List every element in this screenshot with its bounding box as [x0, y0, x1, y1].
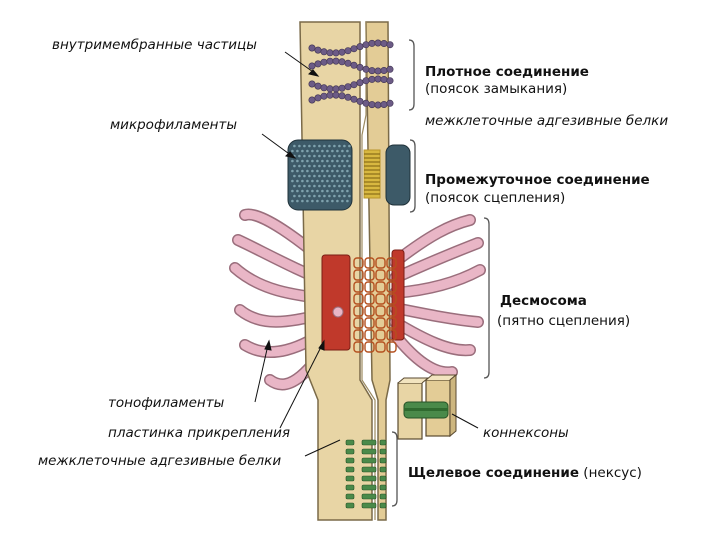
gap-junction-connexons — [345, 439, 387, 509]
label-microfilaments: микрофиламенты — [110, 117, 237, 133]
attachment-plate-knot — [332, 306, 344, 318]
label-intramembrane-particles: внутримембранные частицы — [52, 37, 257, 53]
connexon-inset — [397, 373, 458, 440]
desmosome — [321, 249, 405, 353]
label-intermediate-junction: Промежуточное соединение — [425, 172, 650, 188]
label-desmosome: Десмосома — [500, 293, 587, 309]
tonofilaments-right — [389, 214, 486, 379]
intercellular-gap — [361, 22, 376, 520]
label-intermediate-junction-sub: (поясок сцепления) — [425, 190, 566, 206]
label-attachment-plate: пластинка прикрепления — [108, 425, 291, 441]
label-adhesive-proteins-left: межклеточные адгезивные белки — [38, 453, 282, 469]
label-tight-junction: Плотное соединение — [425, 64, 589, 80]
leader-lines — [254, 51, 479, 457]
intramembrane-particle-strands — [308, 39, 394, 109]
label-tight-junction-sub: (поясок замыкания) — [425, 81, 568, 97]
label-gap-junction-title: Щелевое соединение — [408, 465, 579, 481]
label-gap-junction-sub: (нексус) — [583, 465, 642, 481]
label-adhesive-proteins-right: межклеточные адгезивные белки — [425, 113, 669, 129]
label-connexons: коннексоны — [483, 425, 569, 441]
label-gap-junction: Щелевое соединение (нексус) — [408, 465, 642, 481]
brackets — [391, 39, 490, 507]
label-desmosome-sub: (пятно сцепления) — [497, 313, 631, 329]
label-tonofilaments: тонофиламенты — [108, 395, 225, 411]
microfilament-bundle — [287, 139, 411, 211]
